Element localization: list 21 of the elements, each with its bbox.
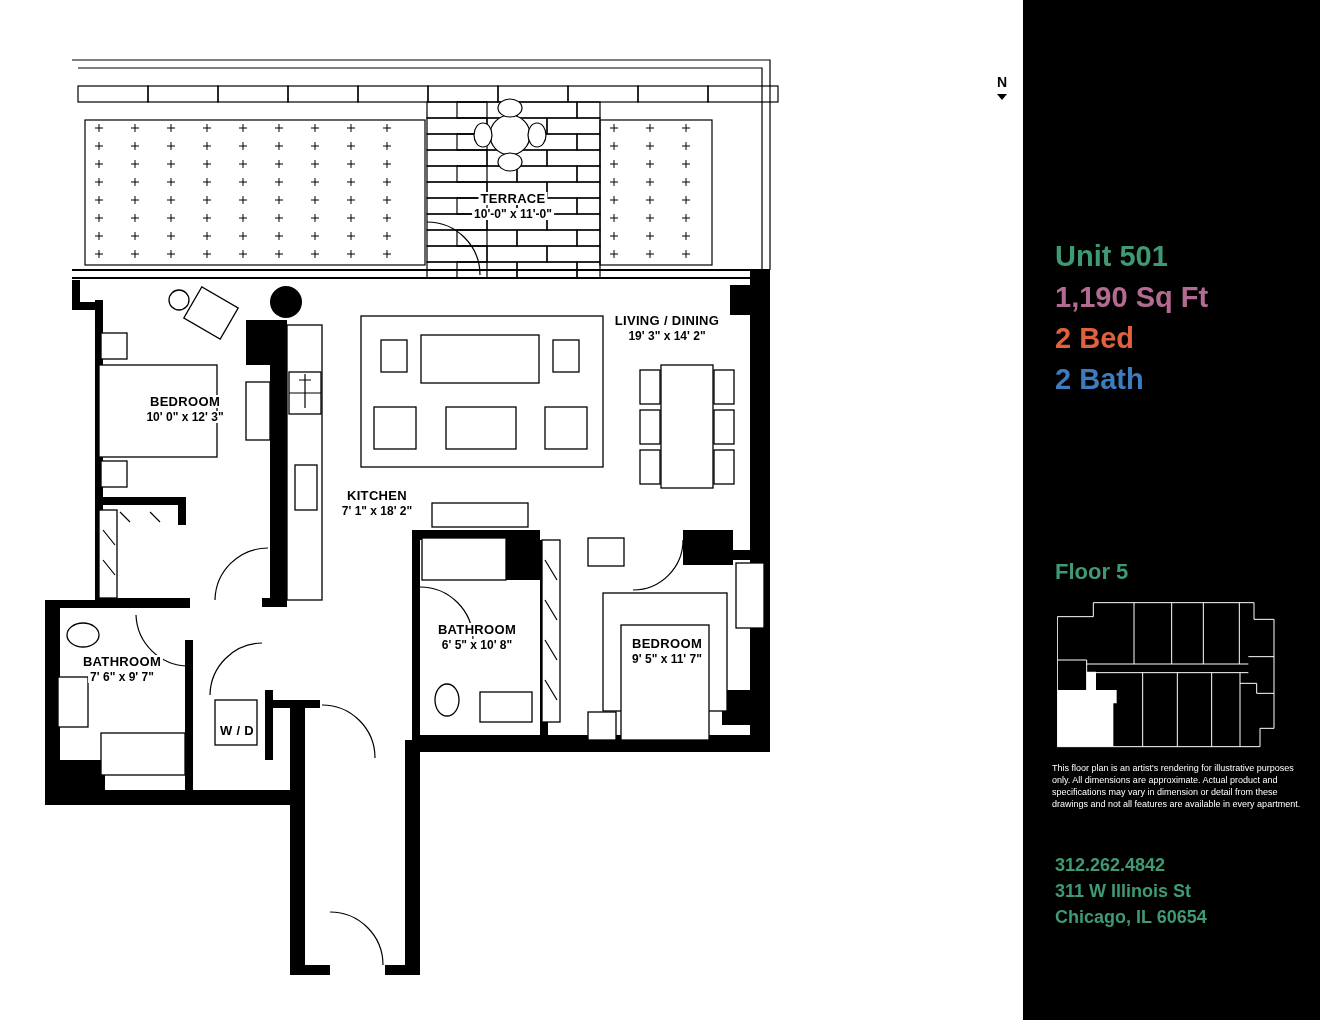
room-name: TERRACE — [478, 192, 548, 205]
room-dimensions: 7' 1" x 18' 2" — [339, 505, 415, 517]
phone-number: 312.262.4842 — [1055, 856, 1166, 874]
street-address: 311 W Illinois St — [1055, 882, 1192, 900]
room-dimensions: 6' 5" x 10' 8" — [439, 639, 515, 651]
room-dimensions: 9' 5" x 11' 7" — [630, 653, 704, 665]
disclaimer-text: This floor plan is an artist's rendering for illustrative purposes only. All dimensions are approximate. Actual product and specifications may vary in dimension or detail from these drawings and not all features are available in every apartment. — [1052, 762, 1302, 810]
room-dimensions: 7' 6" x 9' 7" — [88, 671, 156, 683]
room-dimensions: 10'-0" x 11'-0" — [472, 208, 554, 220]
north-label: N — [996, 75, 1008, 89]
room-dimensions: 19' 3" x 14' 2" — [626, 330, 708, 342]
unit-number: Unit 501 — [1055, 242, 1168, 271]
city-address: Chicago, IL 60654 — [1055, 908, 1207, 926]
room-name: LIVING / DINING — [612, 314, 722, 327]
room-name: BATHROOM — [80, 655, 164, 668]
bathroom-count: 2 Bath — [1055, 365, 1144, 394]
room-dimensions: 10' 0" x 12' 3" — [144, 411, 226, 423]
floor-number: Floor 5 — [1055, 561, 1129, 583]
square-footage: 1,190 Sq Ft — [1055, 283, 1209, 312]
room-name: W / D — [217, 724, 257, 737]
bedroom-count: 2 Bed — [1055, 324, 1134, 353]
